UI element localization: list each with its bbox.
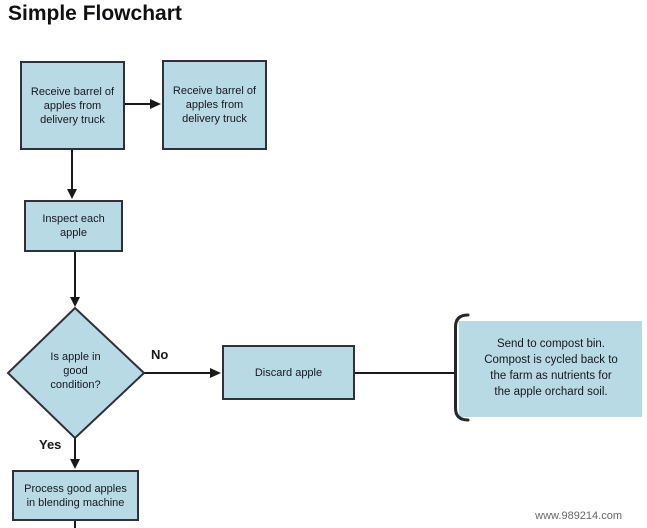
arrowhead-into-discard [210, 368, 221, 378]
node-label: Discard apple [254, 366, 323, 379]
edge-label-no: No [151, 347, 169, 362]
node-decision-label: Is apple in good condition? [50, 351, 101, 391]
arrowhead-into-inspect [67, 189, 77, 199]
edge-label-yes: Yes [39, 437, 62, 452]
node-compost-note-label: Send to compost bin. Compost is cycled b… [484, 338, 618, 398]
node-receive-barrel-left: Receive barrel of apples from delivery t… [20, 61, 125, 150]
decision-diamond-shape [6, 306, 146, 440]
node-label: Receive barrel of apples from delivery t… [172, 85, 257, 125]
arrowhead-into-receive-right [150, 99, 161, 109]
node-inspect-each-apple: Inspect each apple [24, 200, 123, 252]
watermark-url: www.989214.com [535, 510, 622, 522]
page-title: Simple Flowchart [8, 2, 182, 25]
node-process-good-apples: Process good apples in blending machine [12, 470, 139, 521]
compost-note-bracket [454, 313, 470, 422]
arrowhead-into-decision [70, 297, 80, 307]
node-label: Inspect each apple [42, 213, 105, 239]
node-label: Receive barrel of apples from delivery t… [30, 85, 115, 126]
node-receive-barrel-right: Receive barrel of apples from delivery t… [162, 60, 267, 150]
node-discard-apple: Discard apple [222, 345, 355, 400]
arrowhead-into-process [70, 459, 80, 469]
compost-note-fill [459, 321, 642, 417]
node-label: Process good apples in blending machine [24, 482, 127, 509]
